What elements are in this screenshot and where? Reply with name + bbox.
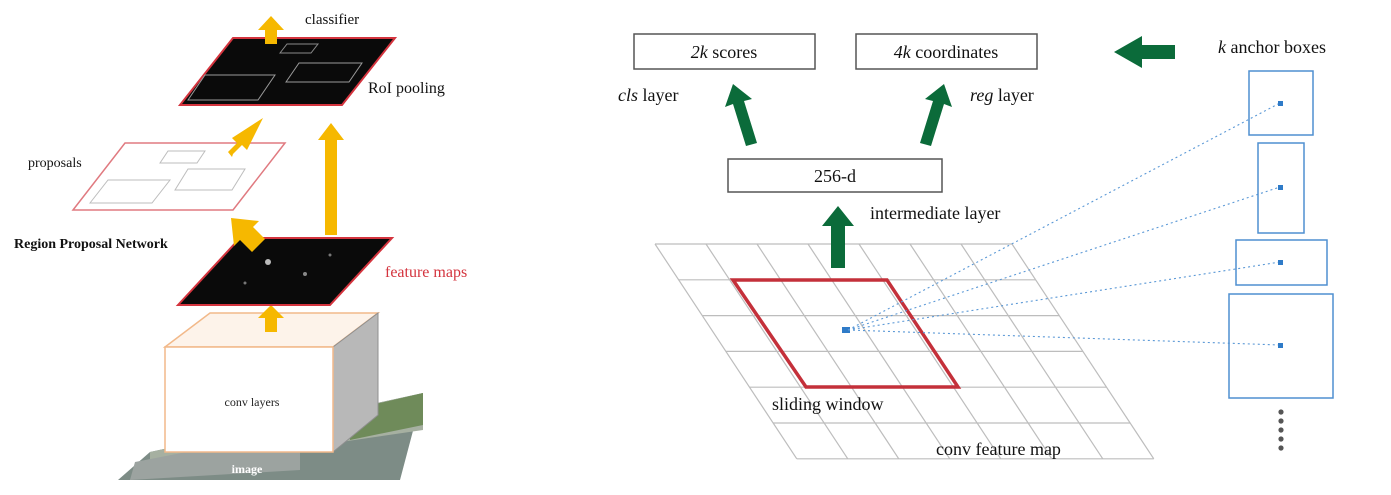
rpn-label: Region Proposal Network — [14, 237, 168, 252]
arrow-to-classifier — [258, 16, 284, 44]
coordinates-box: 4k coordinates — [855, 33, 1038, 70]
coordinates-k: 4k — [894, 42, 912, 62]
grid-line-v — [1011, 243, 1155, 460]
sliding-window-label: sliding window — [772, 394, 884, 414]
conv-layers-block: conv layers — [162, 311, 381, 454]
grid-line-v — [960, 243, 1104, 460]
anchor-boxes — [1228, 70, 1334, 399]
roi-pooling-label: RoI pooling — [368, 80, 445, 97]
reg-italic: reg — [970, 85, 993, 105]
scores-k: 2k — [691, 42, 709, 62]
arrow-to-intermediate — [822, 206, 854, 268]
roi-pooling-plane: RoI pooling — [177, 37, 445, 106]
arrow-anchors-to-coordinates — [1114, 36, 1175, 68]
sliding-window-frame — [729, 278, 962, 389]
proposals-plane: proposals — [28, 142, 287, 211]
grid-line-v — [705, 243, 849, 460]
arrow-conv-to-features — [258, 305, 284, 332]
anchor-connection-lines — [847, 102, 1281, 346]
anchor-box-2 — [1257, 142, 1305, 234]
window-center-point — [842, 327, 850, 333]
left-panel: image conv layers feature maps Region Pr… — [14, 12, 467, 480]
scores-box: 2k scores — [633, 33, 816, 70]
proposals-label: proposals — [28, 156, 82, 171]
anchor-rest: anchor boxes — [1226, 37, 1326, 57]
intermediate-box-label: 256-d — [814, 166, 856, 186]
cls-rest: layer — [638, 85, 678, 105]
conv-feature-map-label: conv feature map — [936, 439, 1061, 459]
classifier-label: classifier — [305, 12, 359, 28]
image-label: image — [232, 462, 263, 476]
arrow-to-cls — [725, 84, 757, 146]
right-panel: 256-d intermediate layer 2k scores cls l… — [618, 33, 1334, 460]
scores-label: 2k scores — [691, 42, 757, 62]
more-anchors-dots — [1278, 409, 1284, 451]
anchor-box-4 — [1228, 293, 1334, 399]
reg-rest: layer — [993, 85, 1033, 105]
grid-line-v — [654, 243, 798, 460]
arrow-proposals-to-roi — [228, 118, 263, 157]
cls-layer-label: cls layer — [618, 85, 678, 105]
anchor-box-1 — [1248, 70, 1314, 136]
intermediate-layer-label: intermediate layer — [870, 203, 1000, 223]
conv-layers-label: conv layers — [225, 395, 280, 409]
arrow-features-to-roi — [318, 123, 344, 235]
coordinates-label: 4k coordinates — [894, 42, 998, 62]
reg-layer-label: reg layer — [970, 85, 1034, 105]
anchor-box-3 — [1235, 239, 1328, 286]
coordinates-rest: coordinates — [911, 42, 998, 62]
arrow-features-to-proposals — [231, 218, 265, 252]
anchor-k: k — [1218, 37, 1227, 57]
feature-maps-label: feature maps — [385, 264, 467, 281]
cls-italic: cls — [618, 85, 638, 105]
conv-feature-map-grid — [654, 243, 1155, 460]
intermediate-box: 256-d — [727, 158, 943, 193]
grid-line-v — [909, 243, 1053, 460]
arrow-to-reg — [920, 84, 952, 146]
scores-rest: scores — [708, 42, 757, 62]
anchor-boxes-label: k anchor boxes — [1218, 37, 1326, 57]
feature-maps-plane: feature maps — [175, 237, 467, 306]
anchor-center-points — [1278, 101, 1283, 348]
